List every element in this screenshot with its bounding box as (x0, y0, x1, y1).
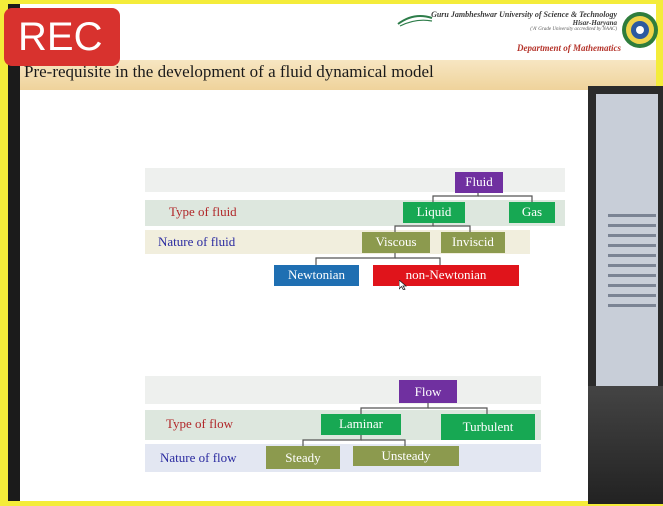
university-header: Guru Jambheshwar University of Science &… (431, 10, 617, 32)
recording-badge: REC (4, 8, 120, 66)
webcam-feed (588, 86, 663, 504)
title-band (20, 60, 656, 90)
university-note: ('A' Grade University accredited by NAAC… (530, 27, 617, 32)
flow-root-band (145, 376, 541, 404)
university-place: Hisar-Haryana (572, 19, 617, 27)
gas-node: Gas (509, 202, 555, 223)
university-logo-icon (622, 12, 658, 48)
non-newtonian-node: non-Newtonian (373, 265, 519, 286)
flow-node: Flow (399, 380, 457, 403)
inviscid-node: Inviscid (441, 232, 505, 253)
slide-title: Pre-requisite in the development of a fl… (24, 62, 434, 81)
fluid-type-band (145, 200, 565, 226)
webcam-presenter (588, 386, 663, 504)
steady-node: Steady (266, 446, 340, 469)
laminar-node: Laminar (321, 414, 401, 435)
nature-of-fluid-label: Nature of fluid (158, 234, 236, 249)
webcam-screen-region (596, 94, 658, 394)
nature-of-flow-label: Nature of flow (160, 450, 237, 465)
fluid-node: Fluid (455, 172, 503, 193)
department-name: Department of Mathematics (517, 43, 621, 53)
type-of-fluid-label: Type of fluid (169, 204, 237, 219)
flow-nature-band (145, 444, 541, 472)
unsteady-node: Unsteady (353, 446, 459, 466)
newtonian-node: Newtonian (274, 265, 359, 286)
liquid-node: Liquid (403, 202, 465, 223)
slide-left-rule (8, 4, 20, 501)
turbulent-node: Turbulent (441, 414, 535, 440)
university-name: Guru Jambheshwar University of Science &… (431, 10, 617, 19)
university-swoosh-icon (397, 15, 433, 27)
viscous-node: Viscous (362, 232, 430, 253)
mouse-cursor-icon (399, 280, 407, 290)
type-of-flow-label: Type of flow (166, 416, 233, 431)
